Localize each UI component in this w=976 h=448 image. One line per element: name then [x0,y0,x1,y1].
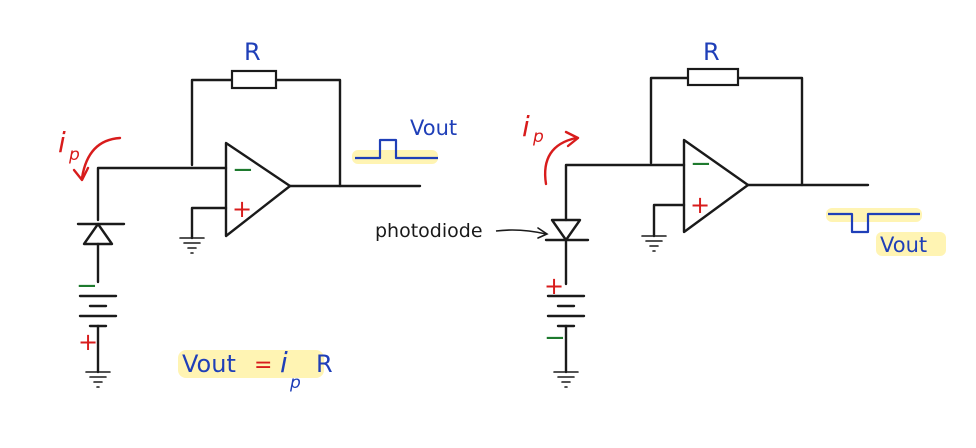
left-opamp [224,141,292,238]
left-opamp-ground [179,237,205,254]
right-feedback-wire [649,76,804,187]
left-diode [76,222,126,284]
left-equation-highlight [178,350,324,378]
left-circuit: R − + i p [58,38,457,393]
right-resistor [686,67,740,87]
right-output-pulse [828,212,920,234]
left-input-wire [96,166,228,222]
left-feedback-wire [190,78,342,188]
photodiode-pointer-arrowhead [537,227,549,239]
right-current-label: i [522,110,530,143]
left-current-label: i [58,126,66,159]
equation-current: i [280,346,288,379]
right-output-label: Vout [880,233,927,257]
right-battery-minus: − [544,323,566,353]
equation-current-sub: p [289,373,301,393]
left-output-pulse [355,138,438,160]
left-battery-ground [85,371,111,388]
right-opamp-ground [641,235,667,252]
left-current-arrowhead [72,166,90,182]
left-resistor-label: R [244,38,261,66]
left-output-label: Vout [410,116,457,140]
photodiode-label: photodiode [375,220,483,242]
equation-resistance: R [316,350,333,378]
left-opamp-minus: − [232,155,254,185]
left-battery [78,294,118,374]
equation-equals: = [254,353,272,378]
right-label-highlight [876,232,946,256]
right-photodiode [544,218,590,286]
photodiode-pointer-arrow [495,229,547,235]
right-battery-plus: + [544,272,564,300]
left-resistor [230,69,278,90]
right-plus-wire [652,203,686,238]
left-opamp-plus: + [232,195,252,223]
left-battery-plus: + [78,328,98,356]
right-opamp-plus: + [690,191,710,219]
right-battery [546,294,586,374]
right-circuit: R − + i p photodiode [375,38,946,388]
right-current-sub: p [532,127,544,147]
right-battery-ground [553,371,579,388]
right-current-arrow [543,136,578,186]
equation-vout: Vout [182,350,236,378]
right-input-wire [564,163,686,222]
left-current-sub: p [68,145,80,165]
right-opamp [682,138,750,234]
right-opamp-minus: − [690,149,712,179]
left-current-arrow [80,136,122,180]
right-current-arrowhead [564,130,580,148]
left-battery-minus: − [76,271,98,301]
left-plus-wire [190,206,228,240]
right-resistor-label: R [703,38,720,66]
